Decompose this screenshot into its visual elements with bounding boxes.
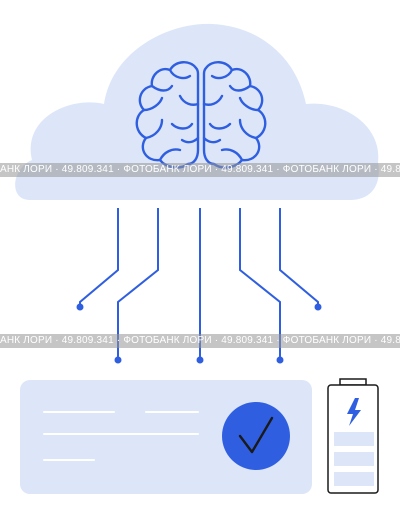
watermark-strip: АНК ЛОРИ · 49.809.341 · ФОТОБАНК ЛОРИ · … <box>0 163 400 177</box>
circuit-node <box>314 303 322 311</box>
circuit-node <box>196 356 204 364</box>
battery-terminal <box>339 378 367 386</box>
brain-icon <box>135 61 267 169</box>
checkmark-icon <box>222 402 290 470</box>
battery-charge-bar <box>334 452 374 466</box>
battery-icon <box>327 378 379 494</box>
circuit-node <box>76 303 84 311</box>
text-placeholder-lines <box>43 411 199 461</box>
status-card <box>20 380 312 494</box>
watermark-strip: АНК ЛОРИ · 49.809.341 · ФОТОБАНК ЛОРИ · … <box>0 334 400 348</box>
battery-charge-bar <box>334 472 374 486</box>
battery-charge-bar <box>334 432 374 446</box>
circuit-node <box>114 356 122 364</box>
circuit-node <box>276 356 284 364</box>
lightning-bolt-icon <box>347 398 361 426</box>
circuit-nodes <box>76 303 322 364</box>
